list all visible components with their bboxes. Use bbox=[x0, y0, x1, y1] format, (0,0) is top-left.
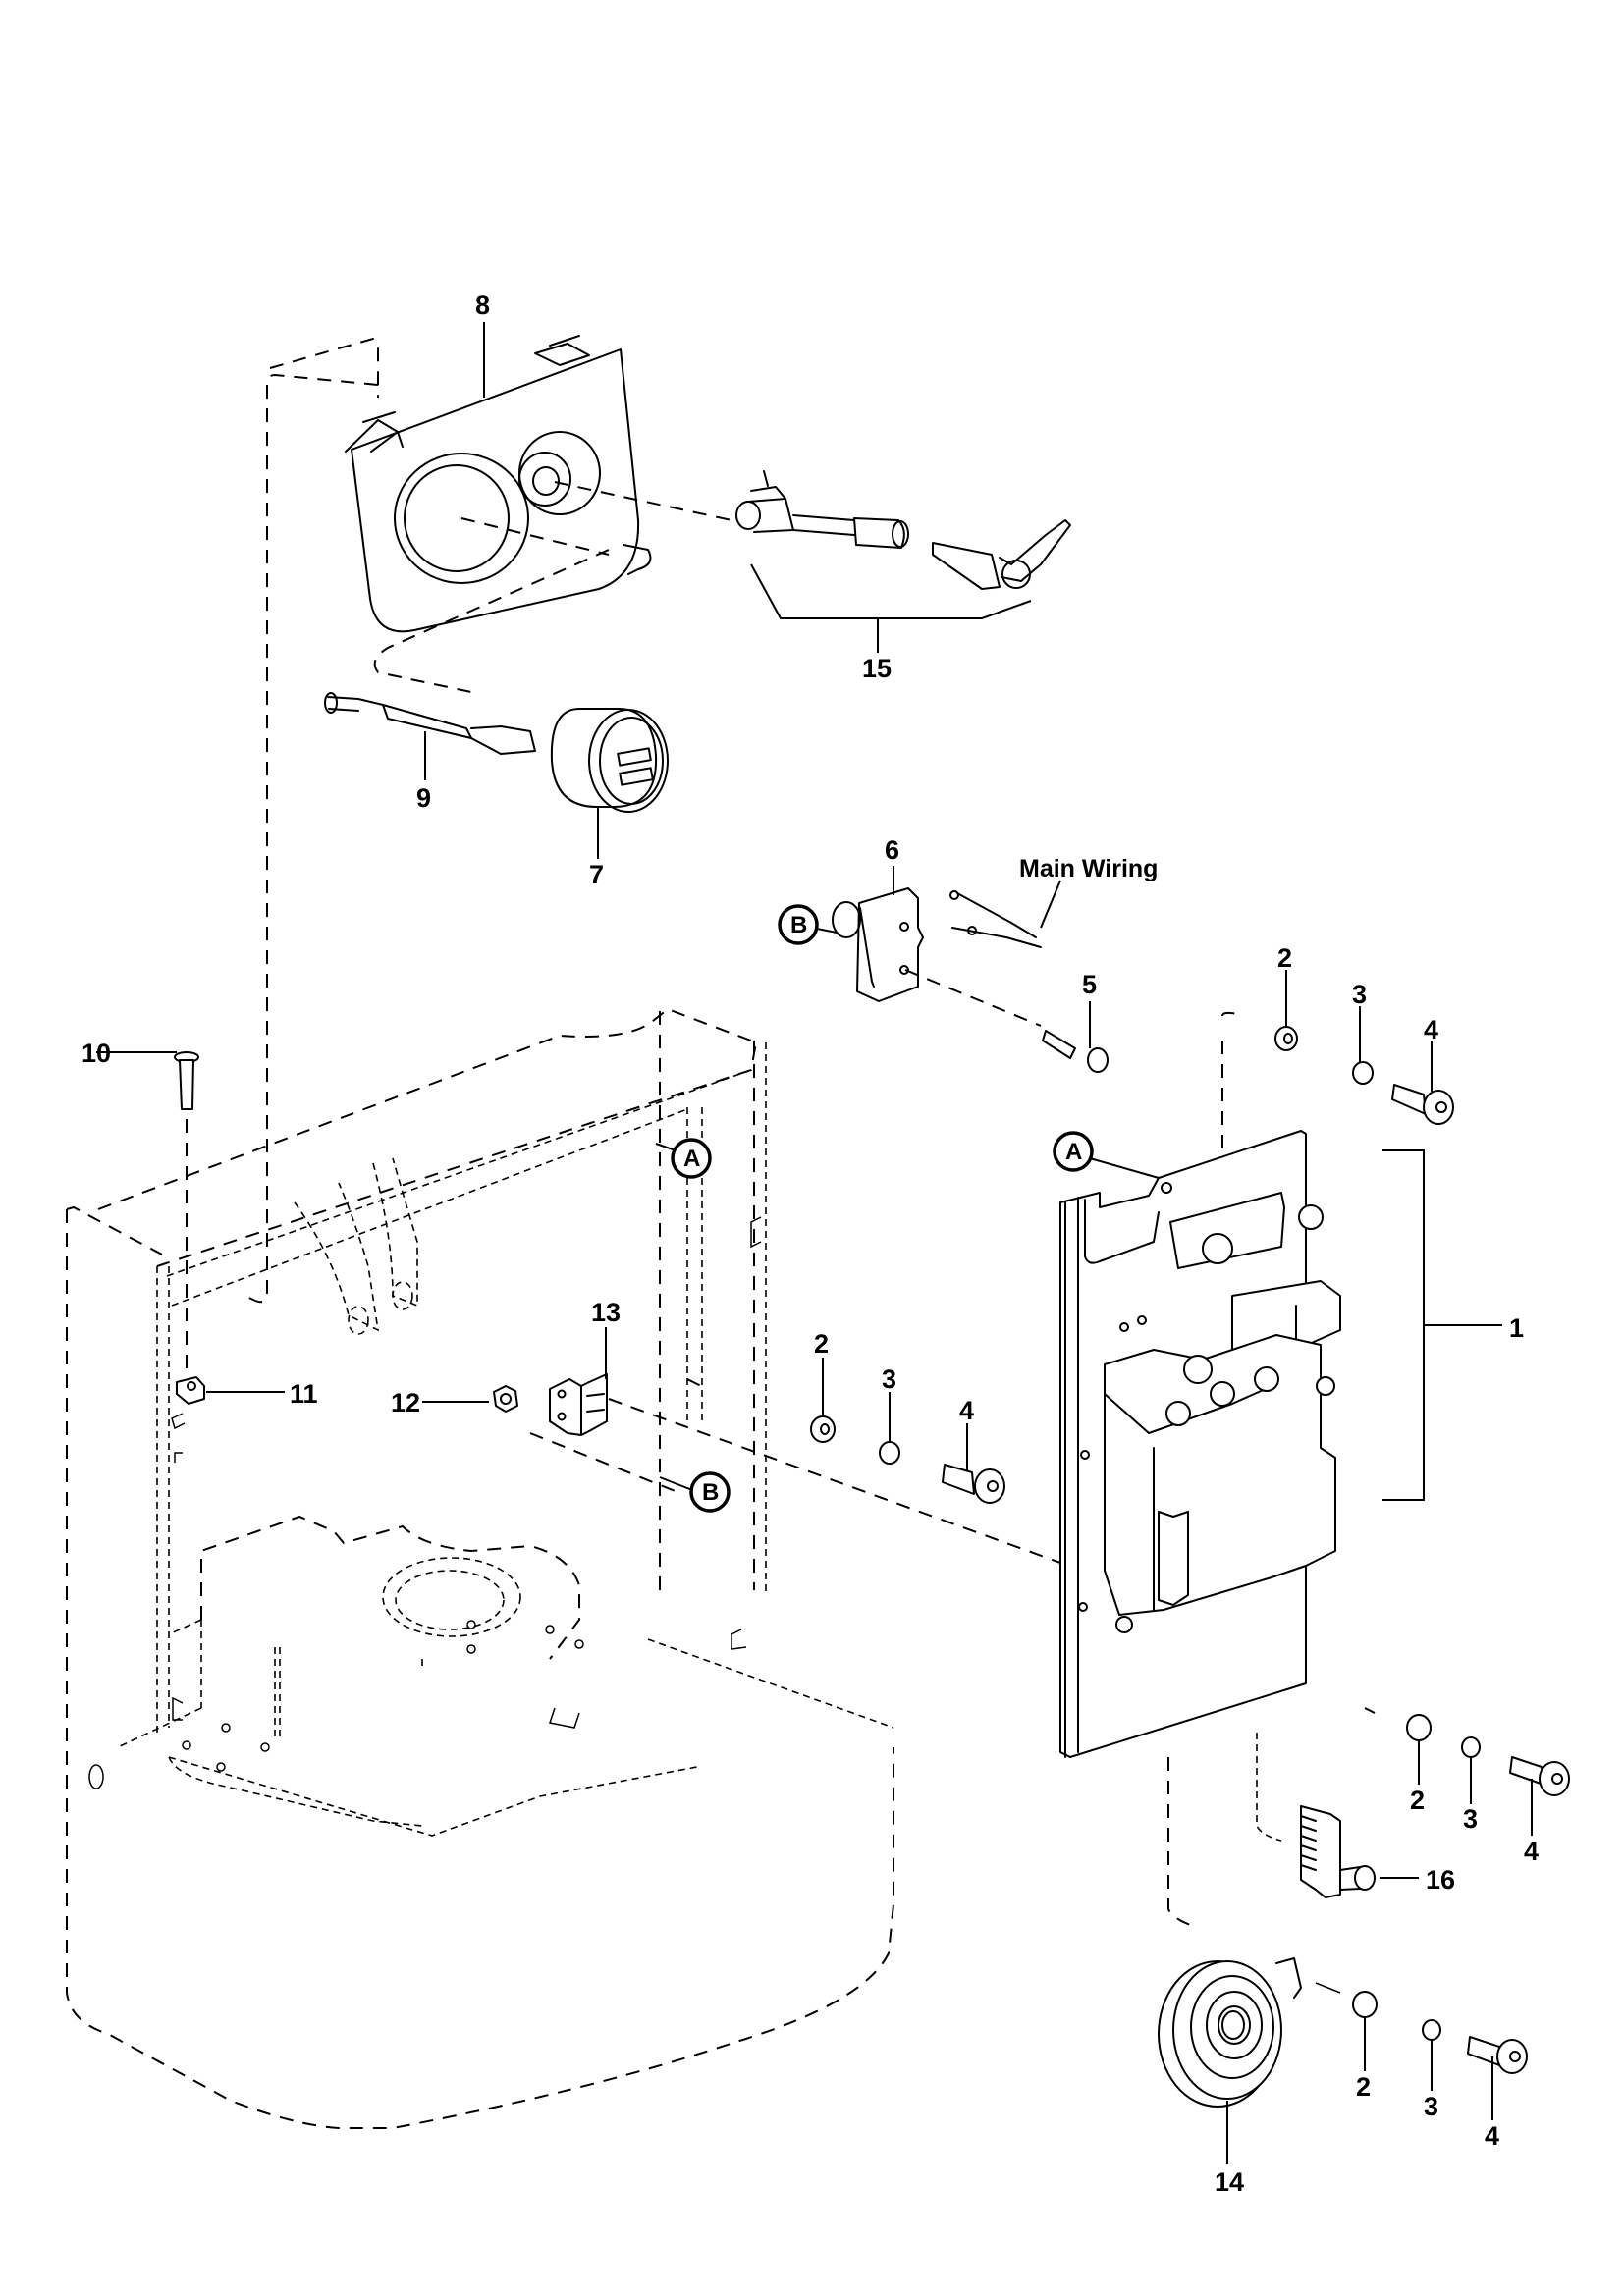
hardware-set-middle bbox=[810, 1415, 1005, 1504]
reference-b-switch bbox=[778, 904, 819, 945]
hardware-set-horn bbox=[1315, 1982, 1528, 2074]
hardware-set-top bbox=[1221, 1011, 1454, 1247]
callout-8: 8 bbox=[475, 291, 490, 320]
callout-9: 9 bbox=[416, 783, 431, 813]
horn-part-14 bbox=[1158, 1757, 1302, 2108]
dash-panel-part-8 bbox=[269, 335, 652, 633]
controller-panel-part-1 bbox=[1059, 1130, 1341, 1758]
reference-b-frame bbox=[689, 1471, 731, 1513]
leader-b-frame bbox=[659, 1476, 693, 1491]
reference-b-switch-label: B bbox=[790, 912, 807, 938]
hardware-set-panel-bottom bbox=[1364, 1707, 1570, 1796]
hour-meter-part-7 bbox=[550, 708, 669, 813]
connector-part-16 bbox=[1256, 1733, 1376, 1898]
reference-a-panel bbox=[1053, 1131, 1094, 1172]
leader-a-panel bbox=[1089, 1157, 1160, 1179]
leader-main-wiring bbox=[1040, 880, 1061, 929]
bracket-part-13 bbox=[549, 1373, 608, 1436]
callout-10: 10 bbox=[81, 1039, 111, 1068]
callout-4d: 4 bbox=[1485, 2121, 1499, 2151]
leader-a-frame bbox=[655, 1143, 677, 1151]
callout-4b: 4 bbox=[959, 1396, 974, 1425]
callout-7: 7 bbox=[589, 860, 604, 889]
bracket-15 bbox=[750, 563, 1032, 619]
callout-13: 13 bbox=[591, 1298, 621, 1327]
main-wiring-label: Main Wiring bbox=[1019, 855, 1158, 882]
callout-3a: 3 bbox=[1352, 980, 1367, 1009]
screw-part-5 bbox=[904, 969, 1109, 1073]
callout-5: 5 bbox=[1082, 970, 1097, 999]
callout-2b: 2 bbox=[814, 1329, 829, 1359]
callout-3b: 3 bbox=[882, 1364, 896, 1394]
harness-part-9 bbox=[324, 692, 536, 755]
callout-4c: 4 bbox=[1524, 1837, 1539, 1866]
reference-a-frame-label: A bbox=[683, 1146, 700, 1172]
callout-14: 14 bbox=[1215, 2167, 1244, 2197]
callout-15: 15 bbox=[862, 654, 892, 683]
key-switch-part-15 bbox=[735, 470, 1071, 590]
clip-nut-part-11 bbox=[176, 1376, 205, 1405]
callout-1: 1 bbox=[1509, 1313, 1524, 1343]
callout-2d: 2 bbox=[1356, 2072, 1371, 2102]
callout-6: 6 bbox=[885, 835, 899, 865]
reference-b-frame-label: B bbox=[702, 1479, 719, 1506]
chassis-frame-phantom bbox=[66, 1007, 894, 2129]
bracket-1 bbox=[1382, 1149, 1425, 1501]
screw-part-10 bbox=[174, 1051, 199, 1369]
nut-part-12 bbox=[493, 1385, 518, 1413]
callout-3d: 3 bbox=[1424, 2092, 1438, 2121]
micro-switch-part-6 bbox=[832, 887, 1042, 1002]
callout-11: 11 bbox=[290, 1379, 318, 1409]
callout-16: 16 bbox=[1426, 1865, 1455, 1895]
reference-a-panel-label: A bbox=[1065, 1139, 1082, 1165]
callout-4a: 4 bbox=[1424, 1015, 1438, 1044]
callout-3c: 3 bbox=[1463, 1804, 1478, 1834]
callout-2a: 2 bbox=[1277, 943, 1292, 973]
callout-2c: 2 bbox=[1410, 1786, 1425, 1815]
reference-a-frame bbox=[671, 1138, 712, 1179]
callout-12: 12 bbox=[391, 1388, 420, 1417]
leader-b-switch bbox=[816, 928, 838, 934]
